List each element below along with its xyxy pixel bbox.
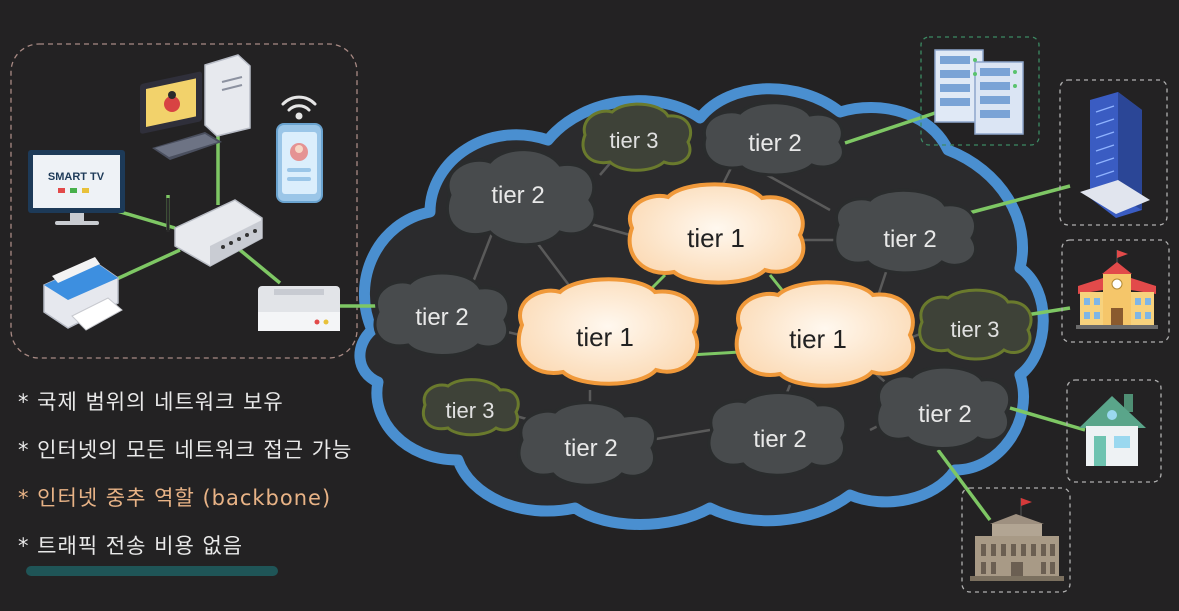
tier3-label: tier 3 — [610, 128, 659, 153]
feature-list: * 국제 범위의 네트워크 보유 * 인터넷의 모든 네트워크 접근 가능 * … — [18, 384, 352, 576]
smart-tv-icon: SMART TV — [28, 150, 125, 225]
tier2-label: tier 2 — [415, 304, 468, 331]
tier3-cloud: tier 3 — [918, 288, 1033, 361]
server-rack-icon — [934, 49, 1024, 135]
tier2-label: tier 2 — [918, 401, 971, 428]
tier2-label: tier 2 — [748, 130, 801, 157]
feature-item: * 인터넷의 모든 네트워크 접근 가능 — [18, 438, 353, 462]
tier2-cloud: tier 2 — [875, 365, 1012, 450]
highlight-underline — [26, 566, 278, 576]
tier3-cloud: tier 3 — [581, 102, 693, 172]
tier2-cloud: tier 2 — [373, 271, 511, 357]
router-icon — [166, 198, 263, 267]
tier1-label: tier 1 — [687, 223, 745, 253]
tier1-cloud: tier 1 — [734, 280, 916, 388]
printer-icon — [43, 257, 123, 331]
smart-tv-label: SMART TV — [48, 171, 105, 183]
tier2-label: tier 2 — [883, 226, 936, 253]
home-network-box — [10, 43, 358, 359]
feature-item: * 트래픽 전송 비용 없음 — [18, 534, 244, 558]
computer-icon — [140, 54, 251, 160]
tier1-cloud: tier 1 — [627, 182, 806, 285]
modem-icon — [258, 286, 340, 331]
school-icon — [1076, 250, 1158, 329]
tier1-cloud: tier 1 — [516, 277, 700, 386]
government-building-icon — [970, 498, 1064, 581]
tier2-label: tier 2 — [491, 182, 544, 209]
school-box — [1061, 239, 1170, 343]
feature-item: * 국제 범위의 네트워크 보유 — [18, 390, 284, 414]
office-box — [1059, 79, 1168, 226]
tier3-cloud: tier 3 — [422, 378, 520, 437]
tier1-label: tier 1 — [789, 324, 847, 354]
tier3-label: tier 3 — [446, 398, 495, 423]
tier3-label: tier 3 — [951, 317, 1000, 342]
tier1-label: tier 1 — [576, 322, 634, 352]
office-building-icon — [1080, 92, 1150, 218]
tier2-label: tier 2 — [564, 435, 617, 462]
wifi-icon — [281, 95, 317, 120]
tier2-cloud: tier 2 — [702, 101, 845, 177]
house-icon — [1079, 394, 1146, 466]
tier2-cloud: tier 2 — [445, 148, 597, 247]
government-box — [961, 487, 1071, 593]
tier2-label: tier 2 — [753, 426, 806, 453]
feature-item-highlight: * 인터넷 중추 역할 (backbone) — [18, 486, 332, 510]
tier2-cloud: tier 2 — [833, 188, 978, 275]
tier2-cloud: tier 2 — [707, 391, 848, 477]
smartphone-icon — [276, 123, 323, 203]
server-box — [920, 36, 1040, 146]
tier2-cloud: tier 2 — [517, 401, 657, 487]
house-box — [1066, 379, 1162, 483]
